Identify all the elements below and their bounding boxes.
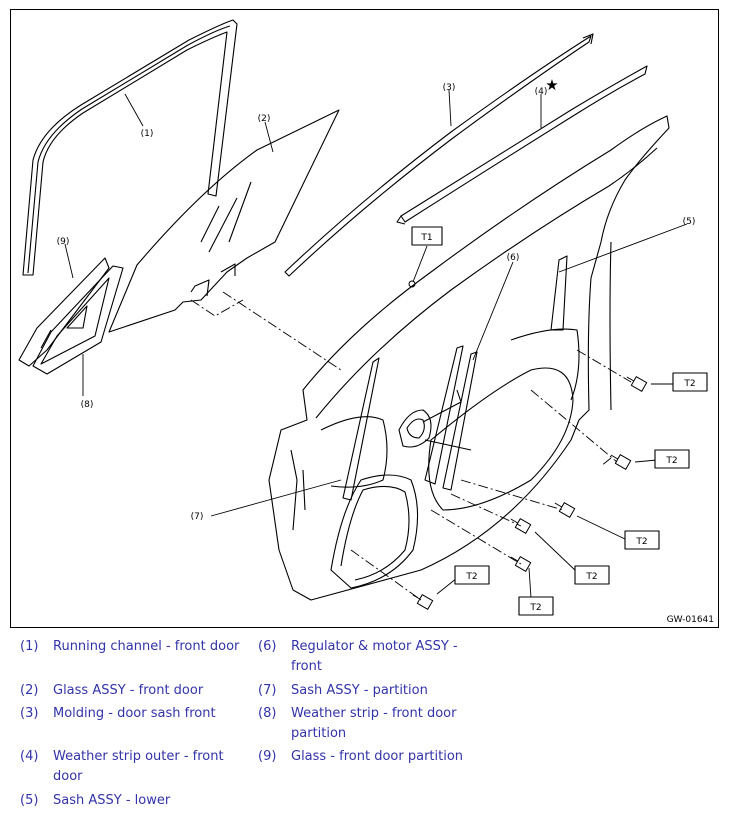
assembly-lines <box>190 291 632 601</box>
exploded-diagram: (1) (2) (3) (4) (5) (6) (7) (8) (9) ★ T1… <box>18 19 708 616</box>
callout-6: (6) <box>507 253 520 263</box>
callout-3: (3) <box>443 83 456 93</box>
running-channel-part <box>22 19 238 276</box>
svg-text:T2: T2 <box>665 456 677 466</box>
callout-2: (2) <box>258 114 271 124</box>
partition-weatherstrip-part <box>32 265 124 375</box>
callout-labels: (1) (2) (3) (4) (5) (6) (7) (8) (9) ★ <box>57 76 696 522</box>
door-body <box>268 115 670 601</box>
partition-glass-part <box>18 257 110 367</box>
callout-7: (7) <box>191 512 204 522</box>
bolt-group <box>408 280 648 610</box>
callout-1: (1) <box>141 129 154 139</box>
torque-tag-t2-b: T2 <box>654 449 690 469</box>
callout-5: (5) <box>683 217 696 227</box>
weatherstrip-outer-part <box>396 65 648 225</box>
figure-id: GW-01641 <box>666 615 714 625</box>
callout-9: (9) <box>57 237 70 247</box>
door-glass-part <box>108 109 340 333</box>
svg-text:T2: T2 <box>529 603 541 613</box>
molding-part <box>284 33 594 277</box>
callout-8: (8) <box>81 400 94 410</box>
regulator-motor-part <box>398 345 478 491</box>
svg-text:T2: T2 <box>585 572 597 582</box>
sash-lower-part <box>550 255 568 331</box>
torque-tag-t1: T1 <box>411 226 443 246</box>
star-icon: ★ <box>545 76 558 94</box>
svg-text:T2: T2 <box>635 537 647 547</box>
torque-tag-t2-c: T2 <box>624 530 660 550</box>
torque-tag-t2-e: T2 <box>454 565 490 585</box>
torque-tag-t2-f: T2 <box>518 596 554 616</box>
torque-tag-t2-d: T2 <box>574 565 610 585</box>
exploded-diagram-frame: (1) (2) (3) (4) (5) (6) (7) (8) (9) ★ T1… <box>10 9 719 628</box>
svg-text:T2: T2 <box>465 572 477 582</box>
leader-lines <box>64 89 688 599</box>
sash-partition-part <box>342 357 380 501</box>
torque-tags: T1 T2 T2 T2 T2 T2 <box>411 226 708 616</box>
svg-text:T2: T2 <box>683 379 695 389</box>
torque-tag-t2-a: T2 <box>672 372 708 392</box>
callout-4: (4) <box>535 87 548 97</box>
svg-text:T1: T1 <box>420 233 432 243</box>
